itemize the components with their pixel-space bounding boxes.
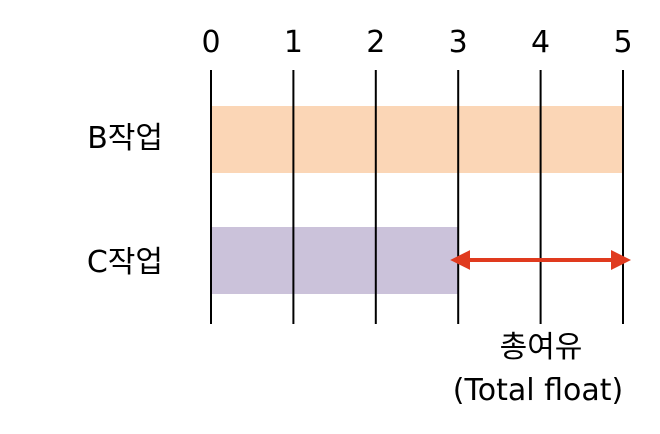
total-float-sublabel: (Total float)	[453, 373, 623, 408]
task-b-bar	[211, 106, 623, 173]
tick-label-5: 5	[613, 25, 632, 60]
tick-label-0: 0	[201, 25, 220, 60]
total-float-label: 총여유	[500, 330, 583, 365]
tick-label-3: 3	[449, 25, 468, 60]
task-c-label: C작업	[87, 245, 163, 280]
task-b-label: B작업	[87, 121, 163, 156]
tick-label-1: 1	[284, 25, 303, 60]
tick-label-4: 4	[531, 25, 550, 60]
task-c-bar	[211, 227, 459, 294]
tick-label-2: 2	[366, 25, 385, 60]
